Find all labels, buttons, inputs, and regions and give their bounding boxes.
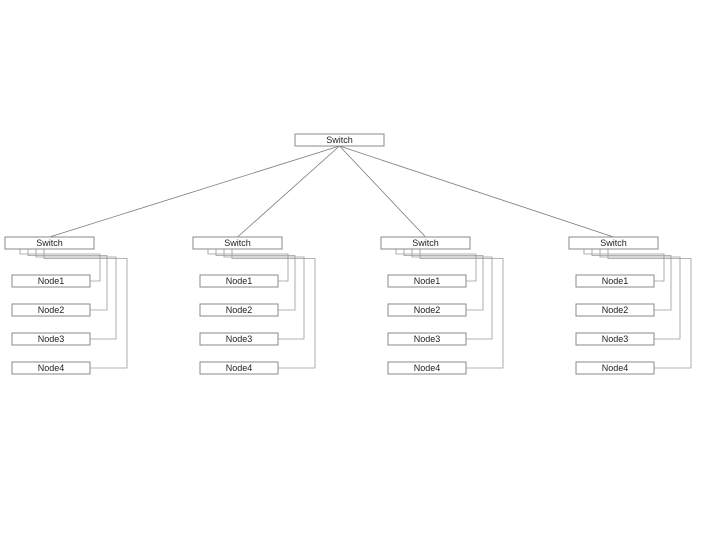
root-switch-label: Switch xyxy=(326,135,353,145)
node-connector-lines xyxy=(19,249,692,369)
node-label: Node3 xyxy=(602,334,629,344)
node-label: Node4 xyxy=(602,363,629,373)
node-connector-line xyxy=(411,249,493,340)
node-box: Node3 xyxy=(575,332,655,346)
node-label: Node1 xyxy=(414,276,441,286)
node-box: Node3 xyxy=(199,332,279,346)
node-label: Node4 xyxy=(414,363,441,373)
node-connector-line xyxy=(231,249,316,369)
node-connector-line xyxy=(395,249,477,282)
group-switch: Switch xyxy=(380,236,471,250)
group-switch-label: Switch xyxy=(412,238,439,248)
node-label: Node2 xyxy=(226,305,253,315)
node-label: Node1 xyxy=(602,276,629,286)
node-label: Node2 xyxy=(602,305,629,315)
node-box: Node1 xyxy=(199,274,279,288)
group-switch: Switch xyxy=(192,236,283,250)
node-connector-line xyxy=(43,249,128,369)
node-label: Node1 xyxy=(38,276,65,286)
node-label: Node3 xyxy=(38,334,65,344)
node-box: Node3 xyxy=(387,332,467,346)
node-label: Node4 xyxy=(38,363,65,373)
uplink-lines xyxy=(49,145,614,238)
group-switch: Switch xyxy=(4,236,95,250)
node-connector-line xyxy=(419,249,504,369)
node-connector-line xyxy=(19,249,101,282)
group-switch-label: Switch xyxy=(36,238,63,248)
node-label: Node3 xyxy=(226,334,253,344)
root-switch: Switch xyxy=(294,133,385,147)
node-connector-line xyxy=(27,249,108,311)
node-box: Node3 xyxy=(11,332,91,346)
uplink-line-4 xyxy=(339,145,614,238)
node-connector-line xyxy=(215,249,296,311)
node-label: Node3 xyxy=(414,334,441,344)
node-label: Node4 xyxy=(226,363,253,373)
node-box: Node4 xyxy=(575,361,655,375)
node-box: Node4 xyxy=(11,361,91,375)
node-label: Node1 xyxy=(226,276,253,286)
switch-groups: SwitchNode1Node2Node3Node4SwitchNode1Nod… xyxy=(4,236,659,375)
node-box: Node1 xyxy=(575,274,655,288)
uplink-line-3 xyxy=(339,145,426,238)
node-connector-line xyxy=(591,249,672,311)
node-connector-line xyxy=(583,249,665,282)
node-box: Node4 xyxy=(199,361,279,375)
node-box: Node2 xyxy=(199,303,279,317)
node-connector-line xyxy=(207,249,289,282)
node-connector-line xyxy=(35,249,117,340)
node-connector-line xyxy=(223,249,305,340)
node-label: Node2 xyxy=(414,305,441,315)
node-box: Node2 xyxy=(387,303,467,317)
uplink-line-2 xyxy=(237,145,340,238)
node-connector-line xyxy=(599,249,681,340)
node-box: Node4 xyxy=(387,361,467,375)
node-box: Node1 xyxy=(387,274,467,288)
uplink-line-1 xyxy=(49,145,340,238)
node-connector-line xyxy=(607,249,692,369)
node-box: Node2 xyxy=(11,303,91,317)
group-switch: Switch xyxy=(568,236,659,250)
group-switch-label: Switch xyxy=(224,238,251,248)
group-switch-label: Switch xyxy=(600,238,627,248)
node-box: Node1 xyxy=(11,274,91,288)
node-box: Node2 xyxy=(575,303,655,317)
node-label: Node2 xyxy=(38,305,65,315)
node-connector-line xyxy=(403,249,484,311)
